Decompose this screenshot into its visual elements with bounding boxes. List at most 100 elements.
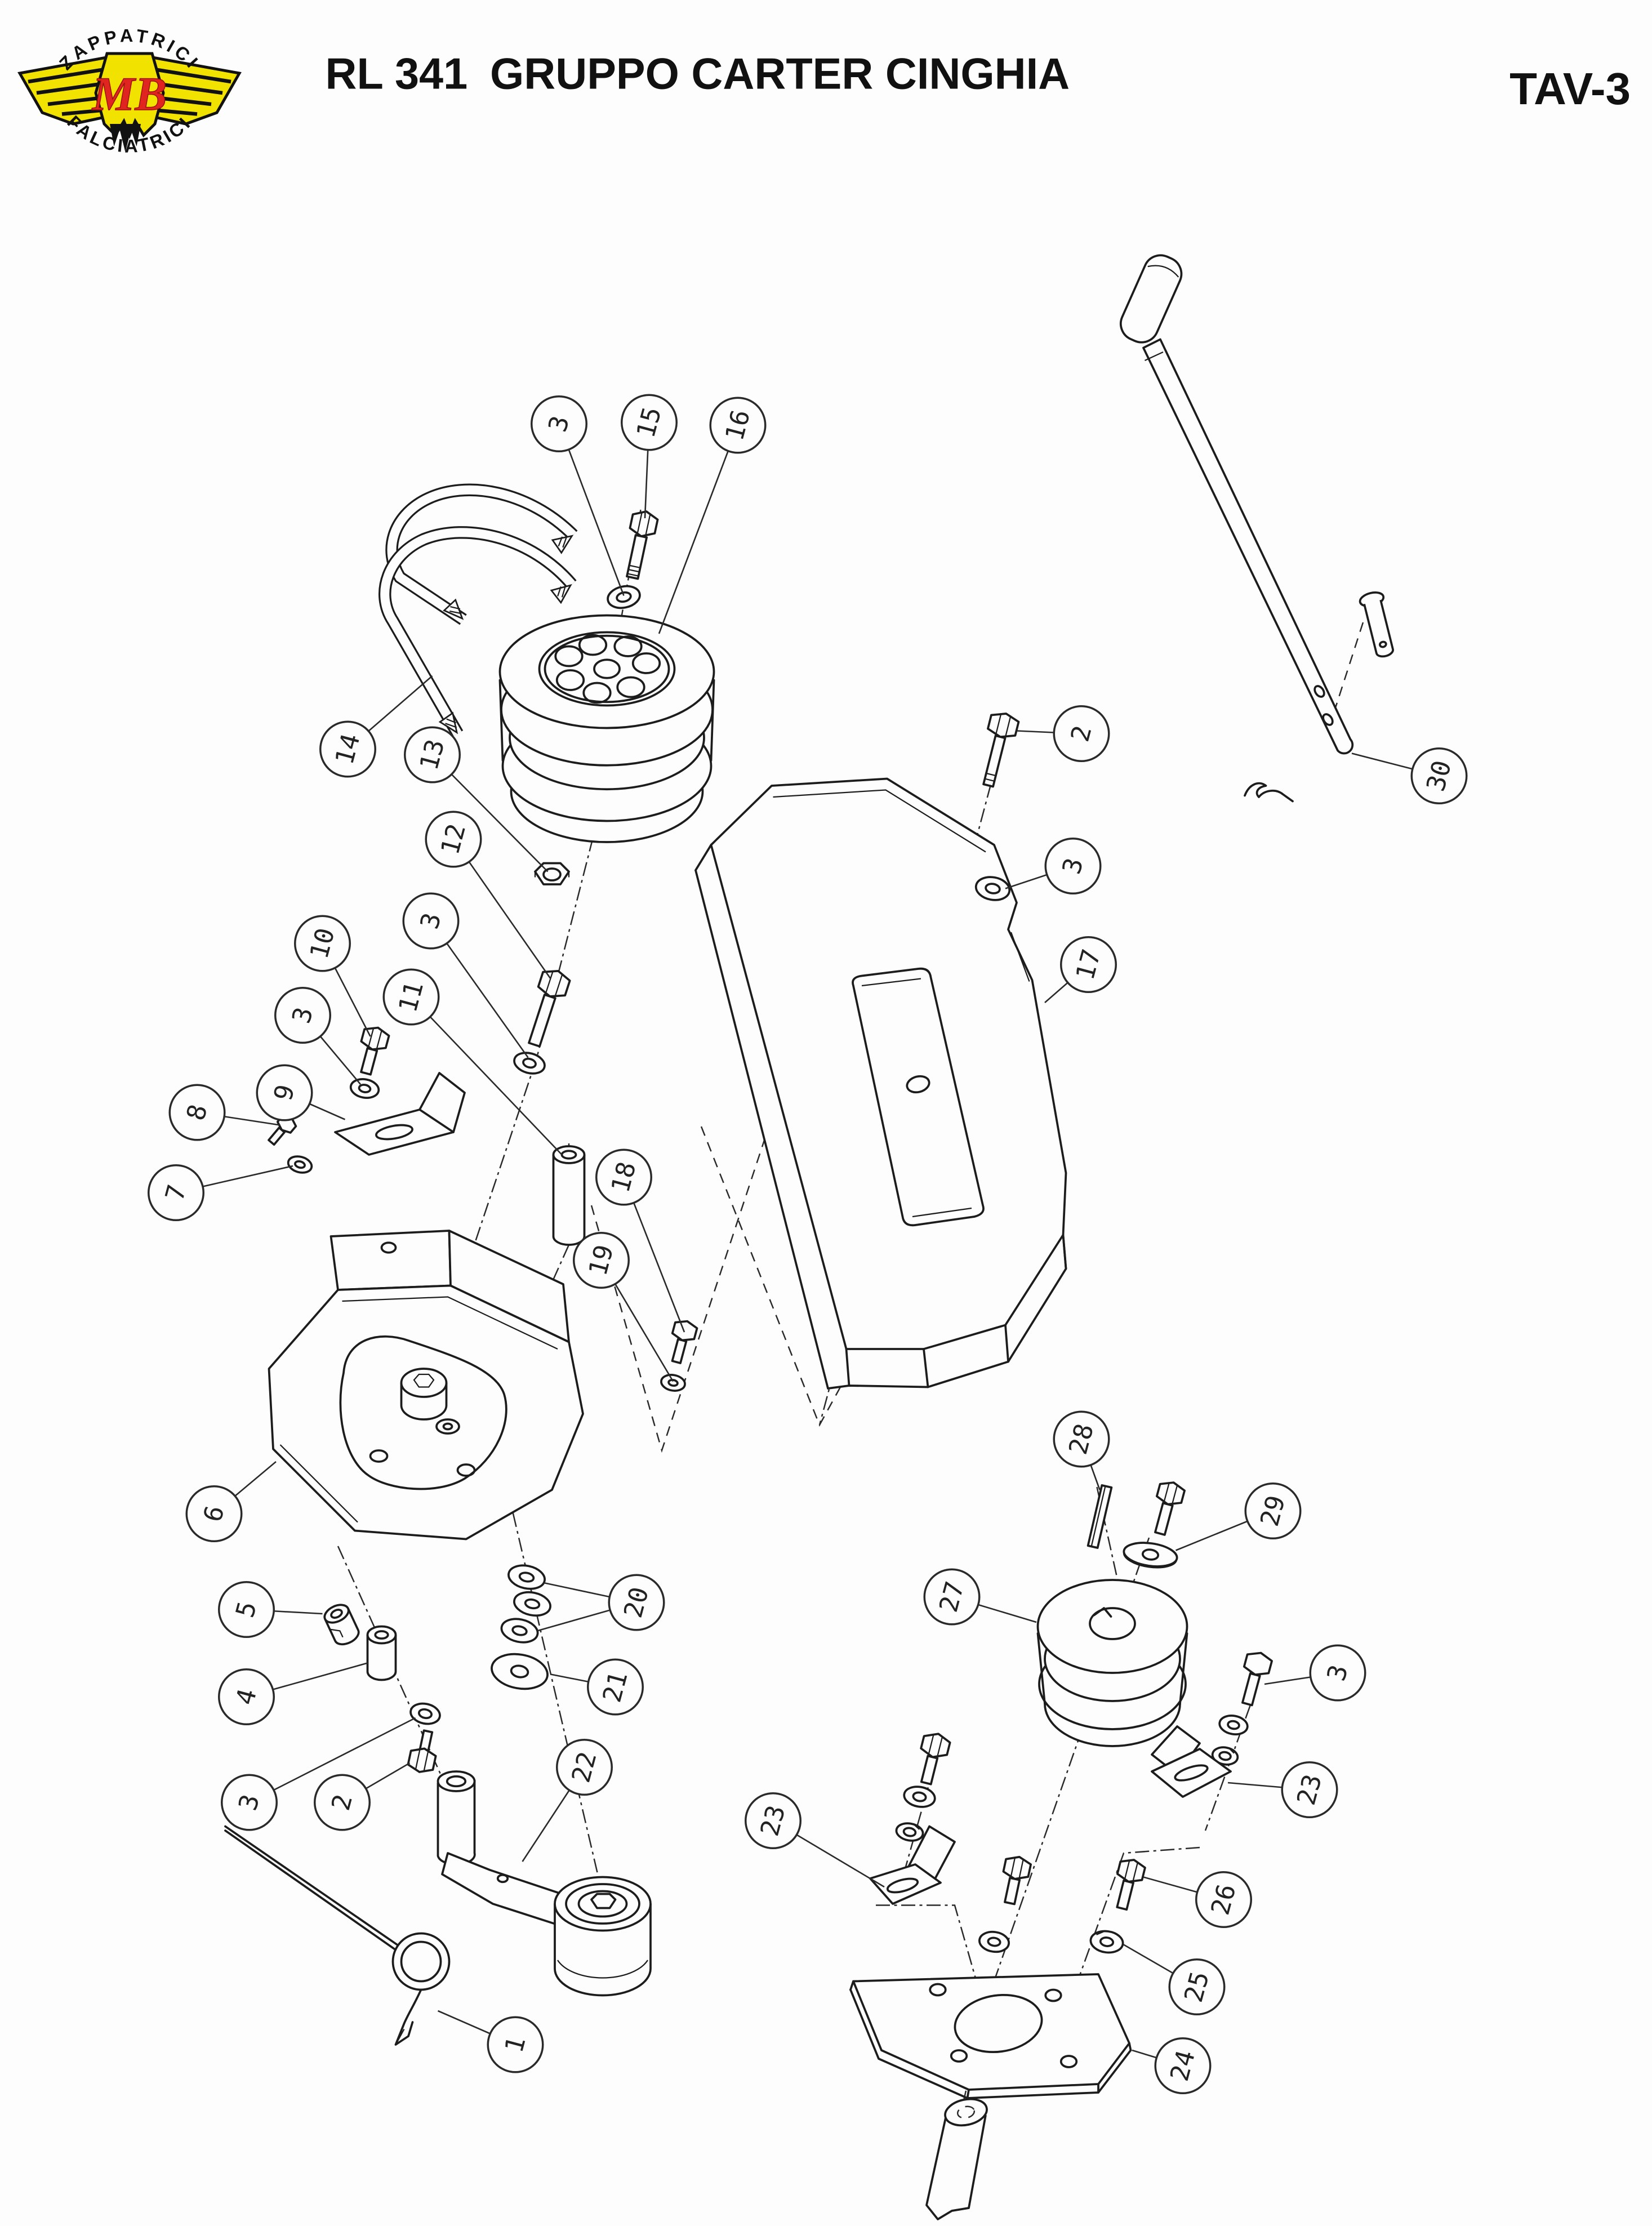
balloon-circle — [221, 1774, 278, 1831]
balloon-circle — [319, 720, 377, 778]
carter-boss — [400, 1368, 448, 1421]
sheet-number: TAV-3 — [1509, 64, 1631, 114]
leader-line — [451, 773, 549, 872]
callout-7: 7 — [148, 1164, 293, 1221]
clevis-pin — [1359, 591, 1394, 658]
callout-12: 12 — [425, 811, 551, 980]
leader-line — [1123, 1944, 1174, 1974]
belt-cut-tip — [550, 584, 572, 604]
balloon-circle — [608, 1574, 665, 1631]
nut-5 — [323, 1604, 360, 1646]
balloon-circle — [256, 1064, 313, 1121]
lock-washer-right — [1211, 1746, 1239, 1766]
balloon-circle — [1053, 705, 1110, 762]
washer-3-right — [1218, 1715, 1249, 1735]
lever-30 — [1120, 254, 1354, 755]
callout-10: 10 — [294, 915, 371, 1037]
washer-3-cover — [974, 876, 1011, 901]
bracket-9 — [334, 1072, 466, 1156]
washer-23-left — [903, 1786, 936, 1808]
balloon-circle — [1281, 1761, 1338, 1818]
bolt-2-arm — [407, 1729, 437, 1773]
callout-29: 29 — [1175, 1482, 1302, 1551]
washer-3-top — [607, 585, 641, 609]
r-clip — [1244, 782, 1294, 803]
balloon-circle — [531, 395, 588, 452]
leader-line — [273, 1717, 416, 1791]
balloon-circle — [745, 1792, 802, 1849]
callout-9: 9 — [256, 1064, 346, 1121]
bolt-mid — [1002, 1855, 1032, 1906]
callout-2: 2 — [314, 1762, 411, 1831]
spring-1 — [224, 1825, 451, 2046]
balloon-circle — [709, 397, 767, 454]
plate-24 — [849, 1973, 1132, 2099]
leader-line — [1175, 1520, 1248, 1551]
balloon-circle — [573, 1231, 630, 1289]
leader-line — [334, 967, 371, 1037]
leader-line — [1132, 2049, 1157, 2059]
header: MB ZAPPATRICI FALCIATRICI RL 341 GRUPPO … — [17, 25, 1631, 157]
leader-line — [446, 942, 529, 1058]
leader-line — [1227, 1782, 1283, 1788]
balloon-circle — [1410, 747, 1468, 804]
callout-4: 4 — [218, 1662, 368, 1725]
nut-13 — [534, 862, 570, 885]
leader-line — [568, 449, 625, 596]
bolt-23-left — [920, 1733, 951, 1786]
bolt-26 — [1116, 1859, 1146, 1911]
balloon-circle — [185, 1485, 243, 1542]
callout-23: 23 — [745, 1792, 885, 1888]
boss-washer — [435, 1418, 460, 1435]
balloon-circle — [1053, 1410, 1110, 1468]
callout-30: 30 — [1351, 747, 1468, 804]
callout-19: 19 — [573, 1231, 674, 1382]
belt-pair-14 — [379, 483, 578, 737]
tensioner-arm-22 — [437, 1770, 652, 1997]
bracket-23-left — [869, 1825, 956, 1905]
leader-line — [796, 1834, 885, 1888]
leader-line — [633, 1203, 685, 1333]
leader-line — [274, 1610, 323, 1615]
callout-23: 23 — [1227, 1761, 1338, 1818]
leader-line — [644, 449, 649, 519]
leader-line — [234, 1461, 277, 1497]
balloon-circle — [148, 1164, 205, 1221]
callout-24: 24 — [1132, 2037, 1212, 2094]
leader-line — [1351, 753, 1413, 770]
roller-pulley — [554, 1876, 652, 1997]
balloon-circle — [425, 811, 482, 868]
leader-line — [224, 1115, 280, 1126]
spacer-11 — [552, 1145, 586, 1246]
callout-22: 22 — [522, 1738, 613, 1862]
callout-8: 8 — [168, 1084, 280, 1141]
washer-25 — [1089, 1930, 1124, 1954]
balloon-circle — [218, 1668, 275, 1725]
washer-3-mid — [513, 1052, 546, 1075]
cover-17 — [694, 777, 1067, 1390]
callout-11: 11 — [382, 968, 563, 1155]
leader-line — [202, 1165, 293, 1187]
belt-cut-tip — [551, 535, 574, 554]
model-code: RL 341 — [326, 50, 468, 99]
washer-mid — [978, 1930, 1010, 1953]
balloon-circle — [218, 1581, 275, 1638]
balloon-circle — [382, 968, 440, 1026]
leader-line — [615, 1283, 674, 1382]
leader-line — [1005, 874, 1048, 889]
callout-27: 27 — [923, 1568, 1037, 1626]
leader-line — [658, 451, 729, 634]
bolt-3-right — [1241, 1651, 1273, 1707]
balloon-circle — [402, 892, 460, 950]
washer-29 — [1123, 1542, 1178, 1569]
logo-talons — [110, 124, 141, 152]
leader-line — [1016, 730, 1054, 733]
pulley-27 — [1036, 1579, 1188, 1747]
leader-line — [1044, 982, 1068, 1003]
washer-3-arm — [409, 1702, 441, 1725]
callout-21: 21 — [550, 1658, 644, 1716]
callout-16: 16 — [658, 397, 767, 634]
balloon-circle — [1168, 1958, 1226, 2015]
